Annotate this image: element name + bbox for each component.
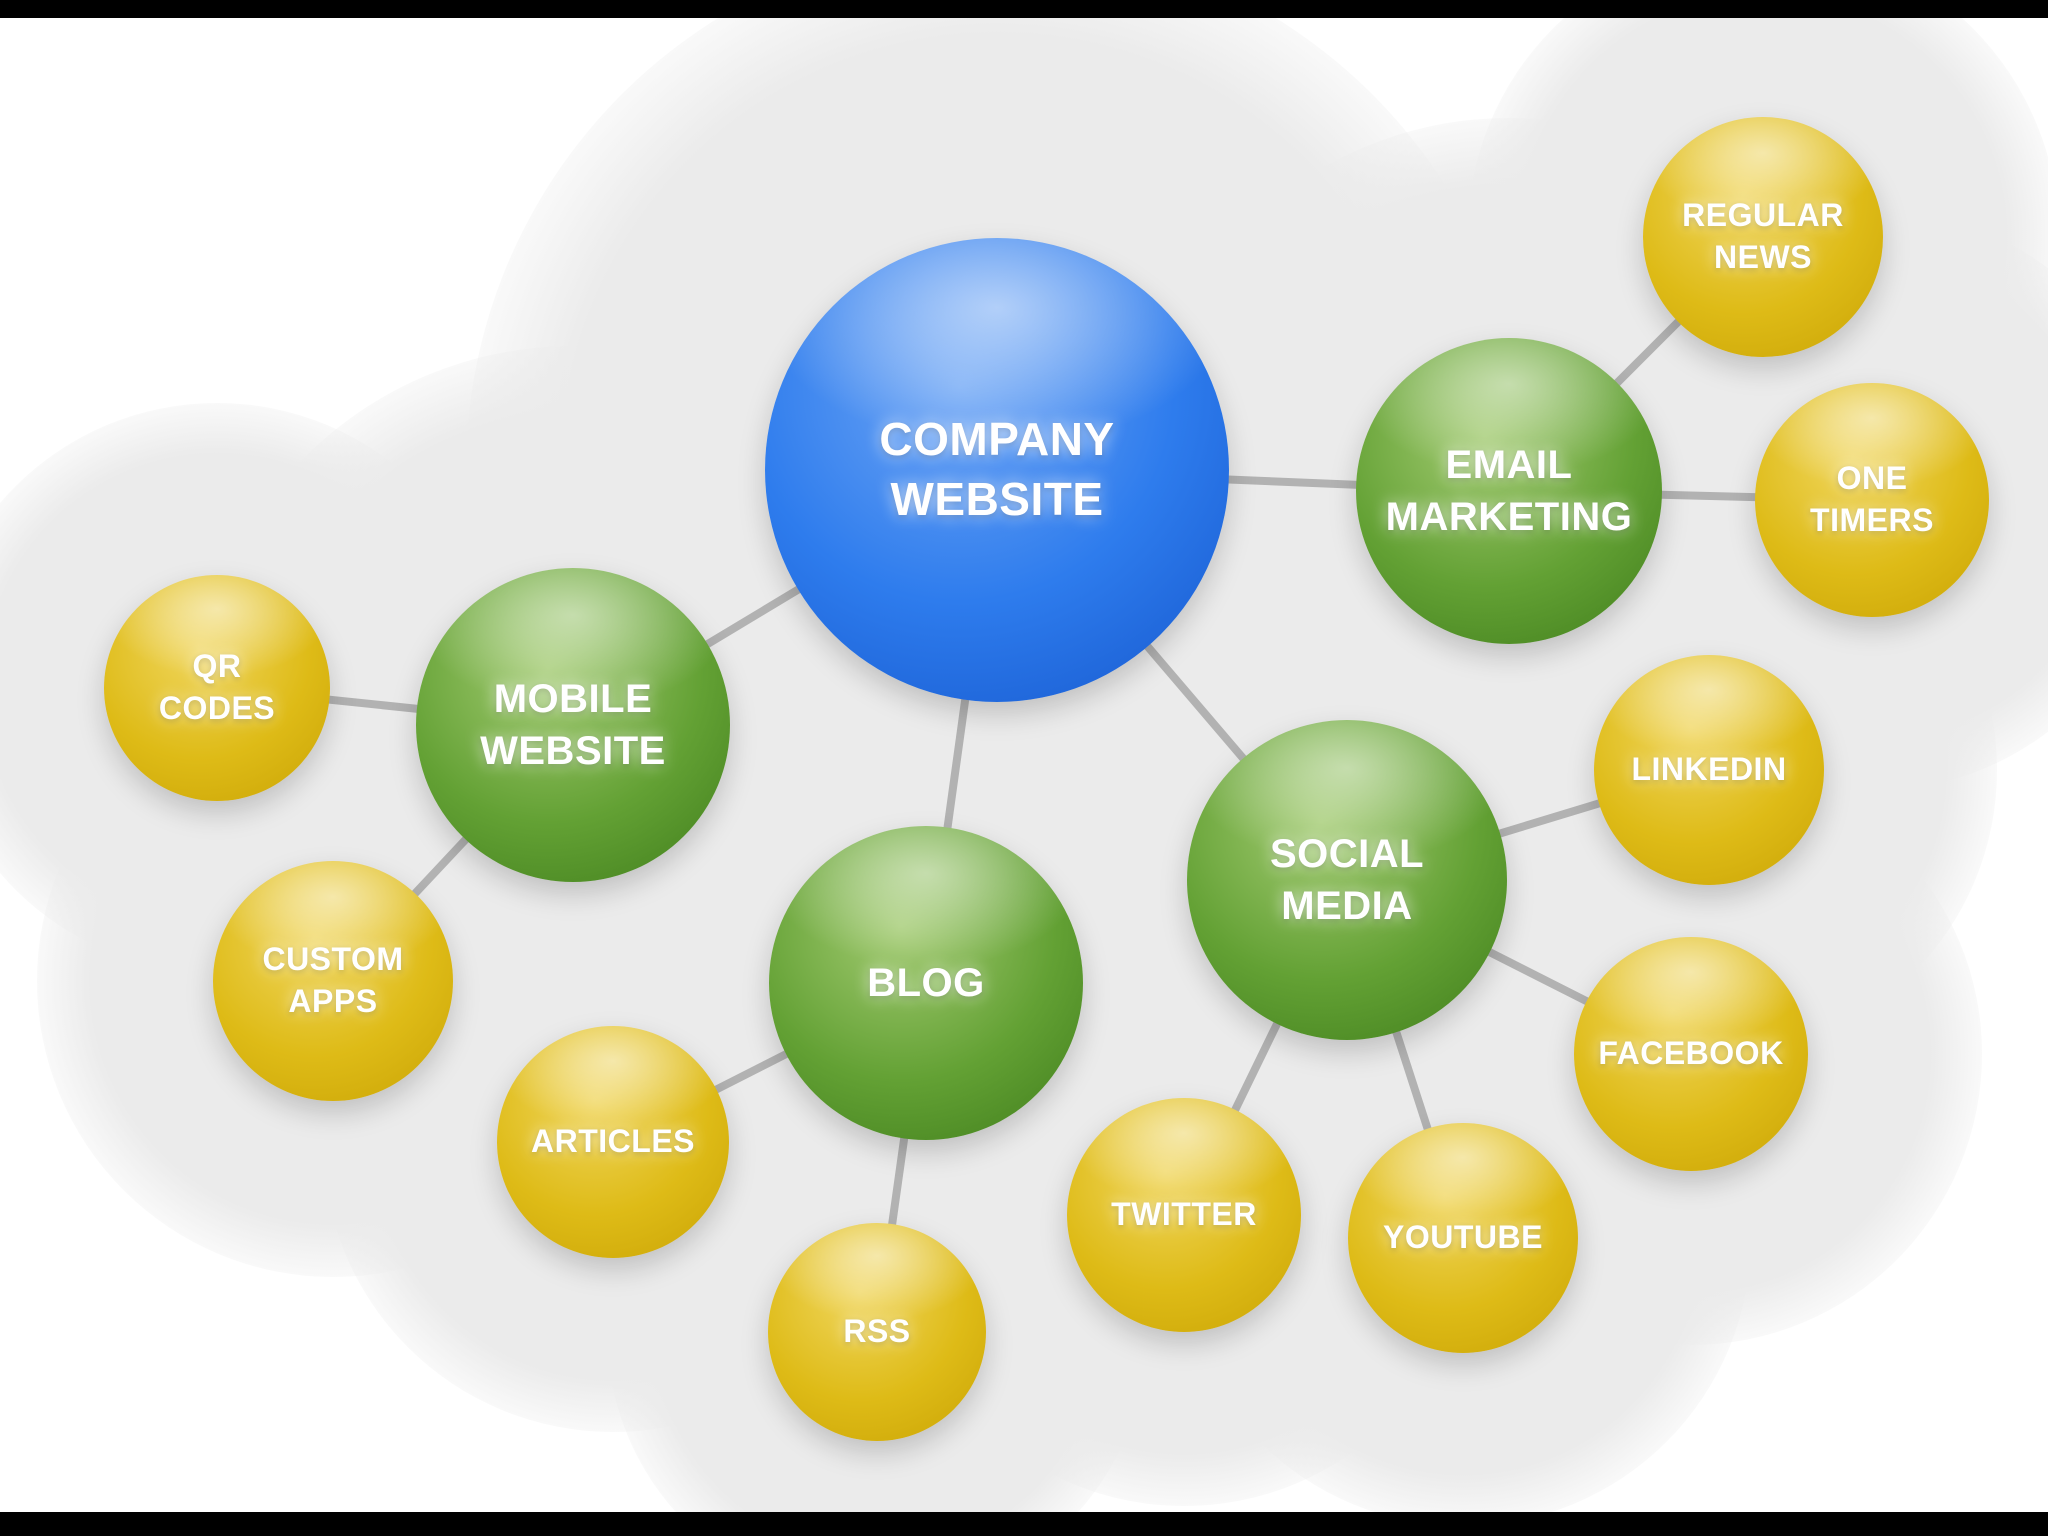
node-label-regular-news: REGULAR NEWS [1682, 197, 1844, 275]
letterbox-bottom [0, 1512, 2048, 1536]
node-label-youtube: YOUTUBE [1383, 1219, 1543, 1256]
node-social-media: SOCIAL MEDIA [1187, 720, 1507, 1040]
node-regular-news: REGULAR NEWS [1643, 117, 1883, 357]
node-custom-apps: CUSTOM APPS [213, 861, 453, 1101]
node-label-email-marketing: EMAIL MARKETING [1385, 443, 1633, 539]
node-rss: RSS [768, 1223, 986, 1441]
node-label-company-website: COMPANY WEBSITE [879, 413, 1115, 525]
node-label-rss: RSS [843, 1313, 911, 1350]
node-label-linkedin: LINKEDIN [1631, 751, 1787, 788]
node-youtube: YOUTUBE [1348, 1123, 1578, 1353]
node-label-twitter: TWITTER [1111, 1196, 1257, 1233]
node-company-website: COMPANY WEBSITE [765, 238, 1229, 702]
node-mobile-website: MOBILE WEBSITE [416, 568, 730, 882]
node-email-marketing: EMAIL MARKETING [1356, 338, 1662, 644]
node-label-one-timers: ONE TIMERS [1810, 460, 1934, 538]
node-qr-codes: QR CODES [104, 575, 330, 801]
node-label-custom-apps: CUSTOM APPS [262, 941, 404, 1019]
node-label-blog: BLOG [867, 961, 985, 1005]
node-facebook: FACEBOOK [1574, 937, 1808, 1171]
node-blog: BLOG [769, 826, 1083, 1140]
node-articles: ARTICLES [497, 1026, 729, 1258]
node-linkedin: LINKEDIN [1594, 655, 1824, 885]
node-label-articles: ARTICLES [531, 1123, 695, 1160]
node-label-mobile-website: MOBILE WEBSITE [480, 677, 666, 773]
node-label-facebook: FACEBOOK [1598, 1035, 1784, 1072]
letterbox-top [0, 0, 2048, 18]
node-label-social-media: SOCIAL MEDIA [1269, 832, 1425, 928]
node-label-qr-codes: QR CODES [158, 648, 276, 726]
node-twitter: TWITTER [1067, 1098, 1301, 1332]
node-one-timers: ONE TIMERS [1755, 383, 1989, 617]
